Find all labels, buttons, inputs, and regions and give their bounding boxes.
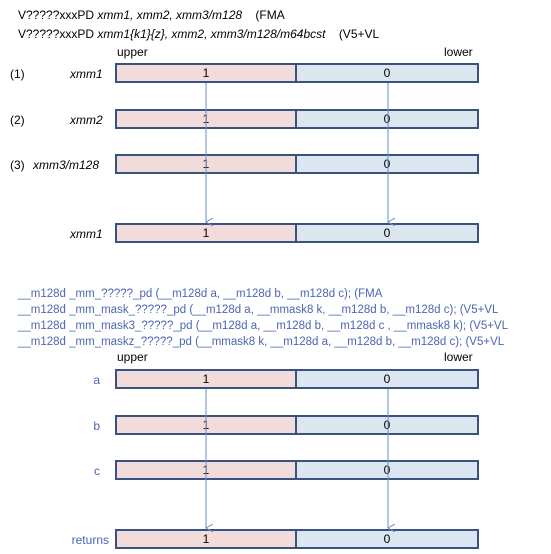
- asm-line-1-operands: xmm1, xmm2, xmm3/m128: [97, 8, 243, 22]
- register-returns: 1 0: [115, 529, 479, 549]
- register-b: 1 0: [115, 415, 479, 435]
- lower-lane: 0: [297, 65, 477, 81]
- register-c: 1 0: [115, 460, 479, 480]
- upper-lane: 1: [117, 531, 297, 547]
- bottom-upper-label: upper: [117, 350, 148, 364]
- register-xmm3-m128: 1 0: [115, 154, 479, 174]
- row-label-returns: returns: [71, 533, 109, 547]
- upper-lane: 1: [117, 225, 297, 241]
- register-xmm1: 1 0: [115, 63, 479, 83]
- bottom-lower-label: lower: [444, 350, 473, 364]
- top-upper-label: upper: [117, 45, 148, 59]
- lower-lane: 0: [297, 156, 477, 172]
- lower-lane: 0: [297, 462, 477, 478]
- row-label-b: b: [93, 419, 100, 433]
- lower-lane: 0: [297, 417, 477, 433]
- register-result-xmm1: 1 0: [115, 223, 479, 243]
- row-label-result-xmm1: xmm1: [70, 227, 103, 241]
- intrinsic-mask: __m128d _mm_mask_?????_pd (__m128d a, __…: [18, 304, 499, 316]
- lower-lane: 0: [297, 371, 477, 387]
- lower-lane: 0: [297, 531, 477, 547]
- asm-line-2-tag: (V5+VL: [338, 27, 380, 41]
- upper-lane: 1: [117, 65, 297, 81]
- asm-line-1-tag: (FMA: [255, 8, 285, 22]
- intrinsic-fma: __m128d _mm_?????_pd (__m128d a, __m128d…: [18, 288, 383, 300]
- asm-line-2-operands: xmm1{k1}{z}, xmm2, xmm3/m128/m64bcst: [97, 27, 326, 41]
- row-num-3: (3): [10, 158, 25, 172]
- row-num-2: (2): [10, 113, 25, 127]
- lower-lane: 0: [297, 111, 477, 127]
- register-a: 1 0: [115, 369, 479, 389]
- row-label-xmm3-m128: xmm3/m128: [33, 158, 100, 172]
- row-num-1: (1): [10, 67, 25, 81]
- row-label-a: a: [93, 373, 100, 387]
- intrinsic-maskz: __m128d _mm_maskz_?????_pd (__mmask8 k, …: [18, 336, 505, 348]
- top-lower-label: lower: [444, 45, 473, 59]
- row-label-c: c: [94, 464, 100, 478]
- row-label-xmm1: xmm1: [70, 67, 103, 81]
- intrinsic-mask3: __m128d _mm_mask3_?????_pd (__m128d a, _…: [18, 320, 508, 332]
- asm-line-2: V?????xxxPD xmm1{k1}{z}, xmm2, xmm3/m128…: [18, 27, 380, 41]
- lower-lane: 0: [297, 225, 477, 241]
- row-label-xmm2: xmm2: [70, 113, 103, 127]
- register-xmm2: 1 0: [115, 109, 479, 129]
- asm-line-1: V?????xxxPD xmm1, xmm2, xmm3/m128 (FMA: [18, 8, 285, 22]
- upper-lane: 1: [117, 371, 297, 387]
